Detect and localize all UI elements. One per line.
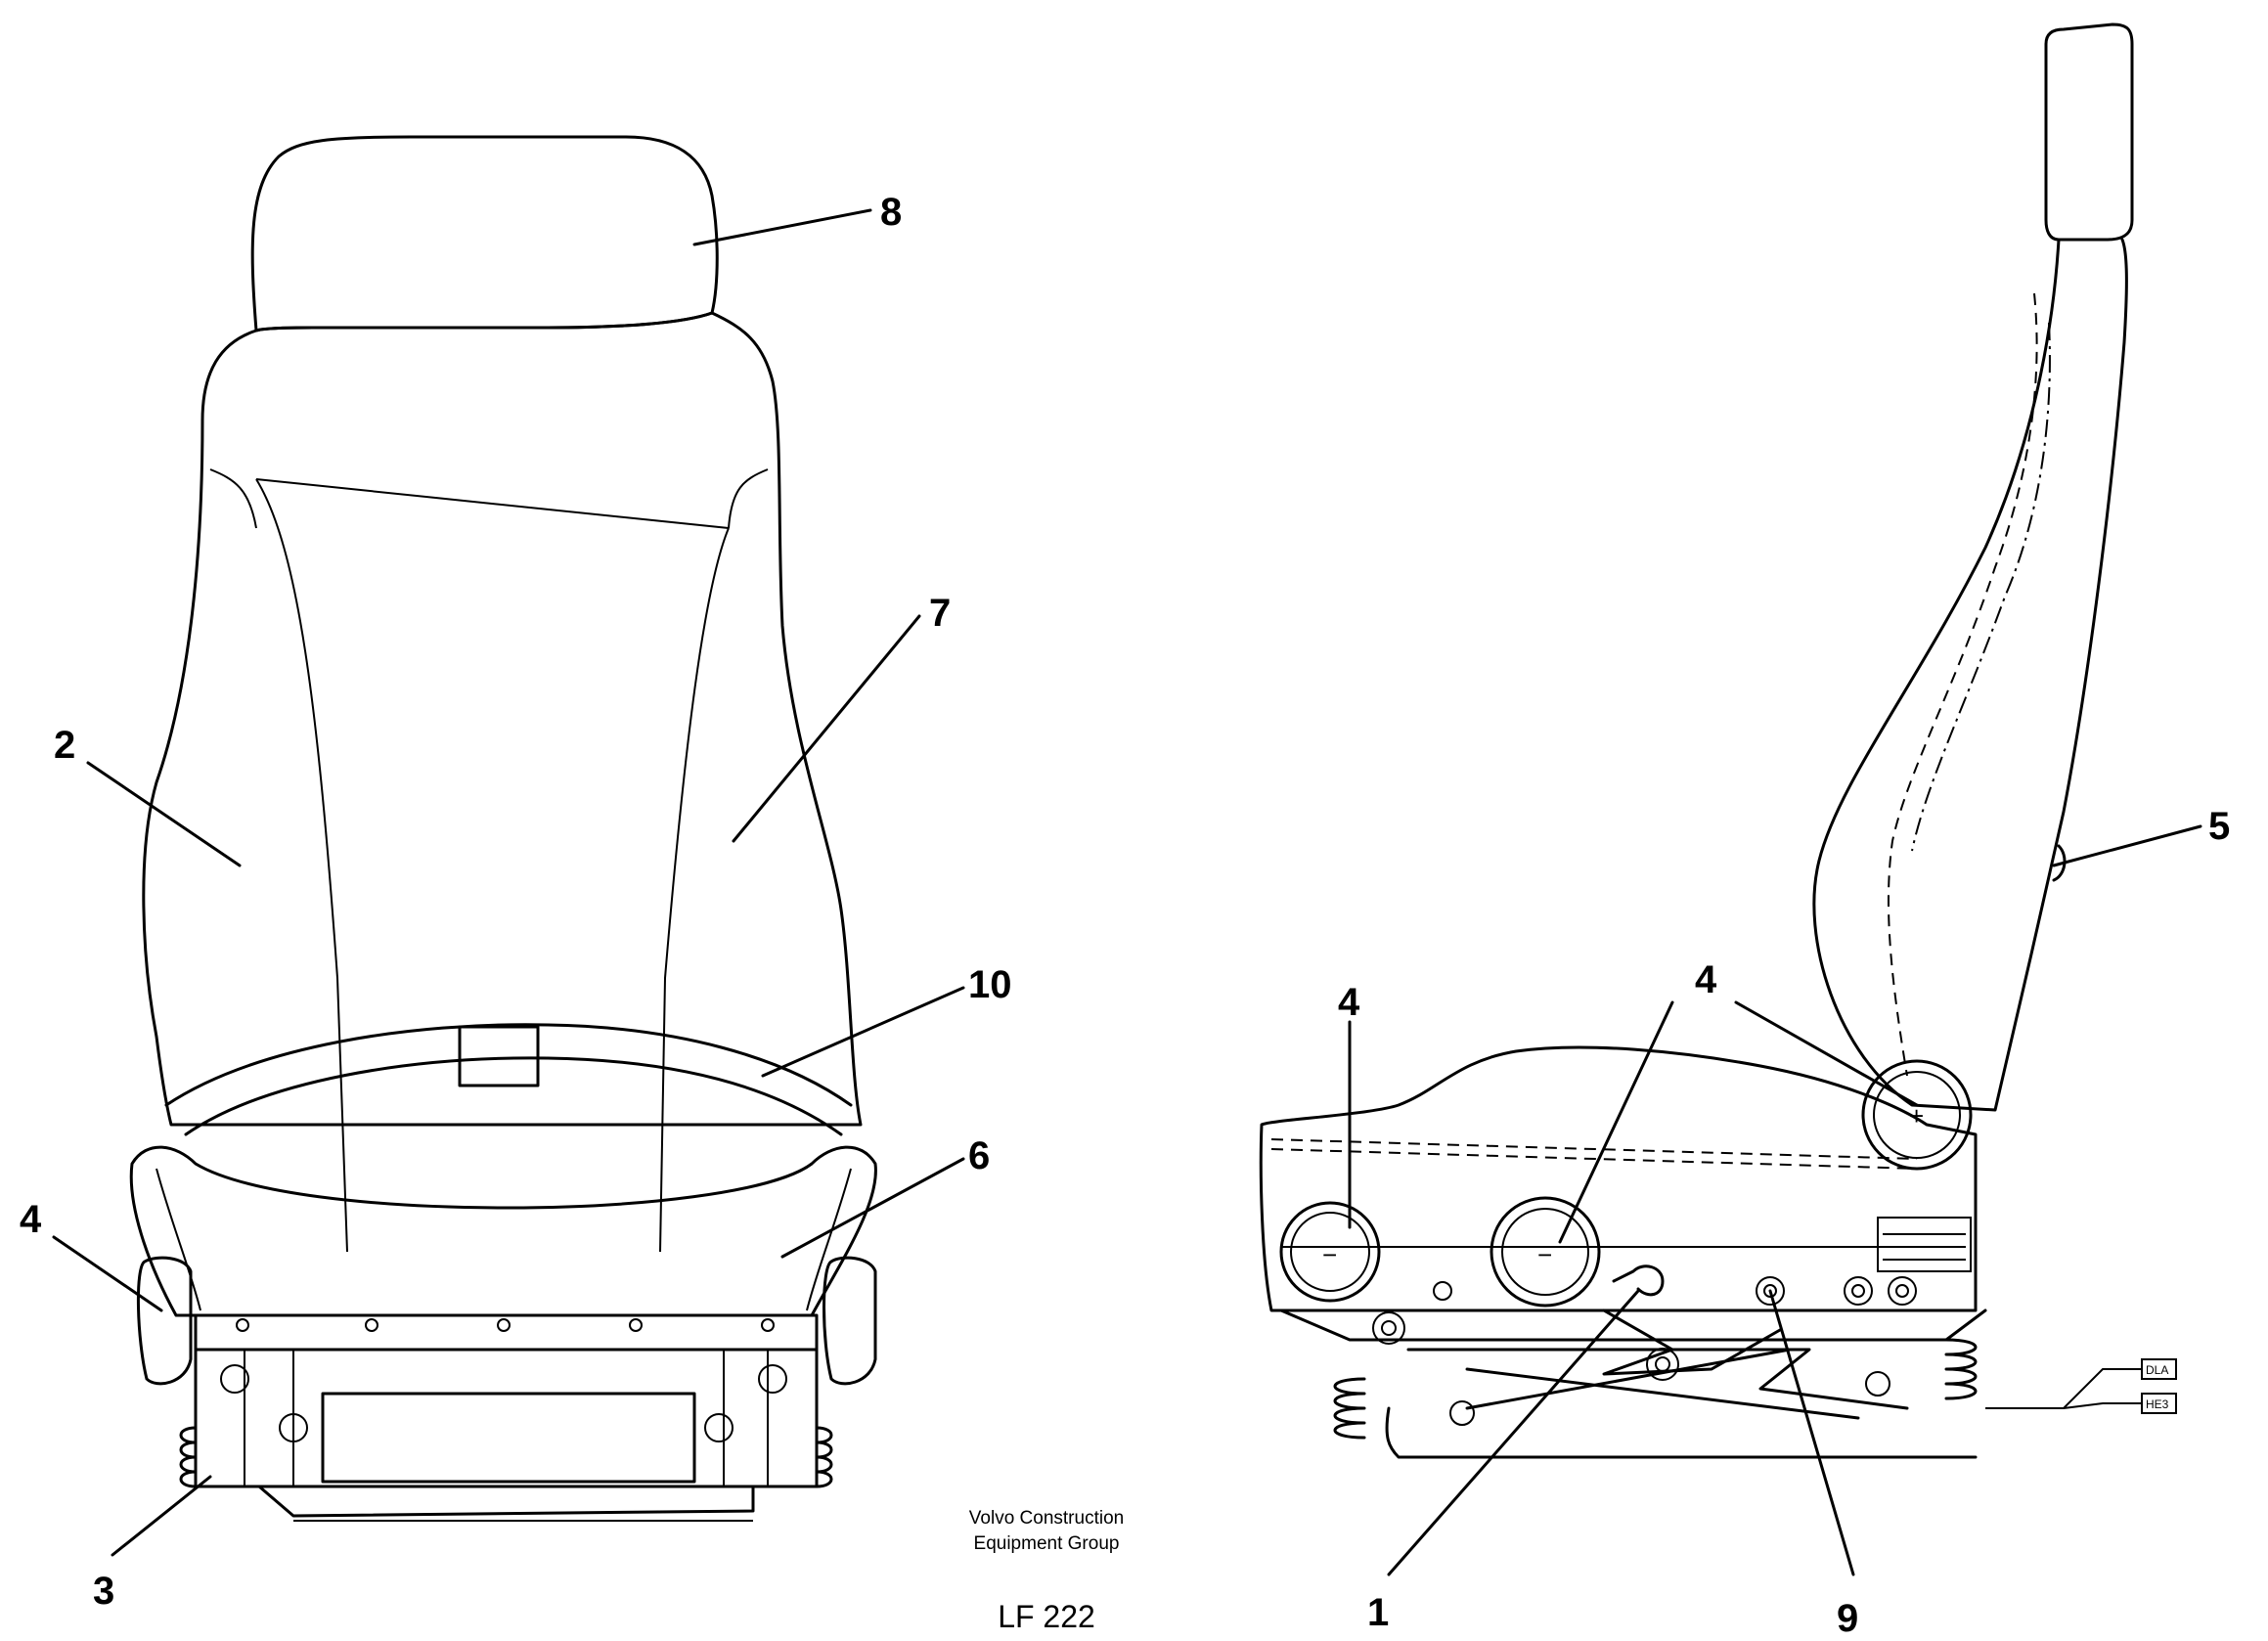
callout-4-front: 4: [20, 1198, 42, 1241]
side-backrest: [1812, 238, 2128, 1112]
company-caption: Volvo Construction Equipment Group: [900, 1506, 1193, 1557]
side-leaders: [1348, 824, 2202, 1576]
side-knob-middle: [1490, 1196, 1601, 1308]
wire-tag-top: DLA: [2146, 1363, 2168, 1377]
side-label-plate: [1877, 1217, 1972, 1272]
callout-4-side-middle: 4: [1695, 958, 1717, 1001]
seat-cushion: [129, 1145, 877, 1317]
side-cable: [1985, 1368, 2142, 1409]
side-seat-cushion: [1259, 1045, 1978, 1312]
callout-8: 8: [880, 191, 902, 234]
front-right-knob: [823, 1256, 877, 1386]
backrest: [142, 311, 863, 1127]
side-view-seat: + − −: [1259, 22, 2177, 1459]
front-view-seat: [129, 135, 877, 1522]
headrest: [250, 135, 719, 333]
side-recline-knob: [1861, 1059, 1973, 1171]
backrest-center-panel: [255, 478, 730, 1253]
callout-10: 10: [968, 963, 1012, 1006]
drawing-code: LF 222: [998, 1599, 1095, 1634]
callout-1: 1: [1367, 1591, 1389, 1634]
company-line-2: Equipment Group: [973, 1533, 1120, 1554]
callout-4-side-left: 4: [1338, 981, 1360, 1024]
side-springs: [1333, 1338, 1978, 1440]
callout-2: 2: [54, 724, 75, 767]
front-springs: [179, 1426, 833, 1488]
company-line-1: Volvo Construction: [968, 1508, 1125, 1529]
callout-6: 6: [968, 1134, 990, 1177]
side-knob-left-minus: −: [1322, 1240, 1337, 1269]
front-left-knob: [136, 1256, 193, 1386]
callout-9: 9: [1837, 1597, 1858, 1640]
belt-buckle: [458, 1025, 540, 1087]
lap-belt: [164, 1023, 853, 1107]
callout-3: 3: [93, 1570, 114, 1613]
side-headrest: [2044, 22, 2134, 242]
front-leaders: [52, 208, 965, 1557]
callout-5: 5: [2208, 805, 2230, 848]
side-knob-middle-minus: −: [1537, 1240, 1552, 1269]
recline-knob-plus: +: [1909, 1101, 1924, 1131]
side-lever: [1612, 1264, 1665, 1297]
callout-7: 7: [929, 592, 951, 635]
side-knob-left: [1279, 1201, 1381, 1303]
wire-tag-bottom: HE3: [2146, 1397, 2169, 1411]
